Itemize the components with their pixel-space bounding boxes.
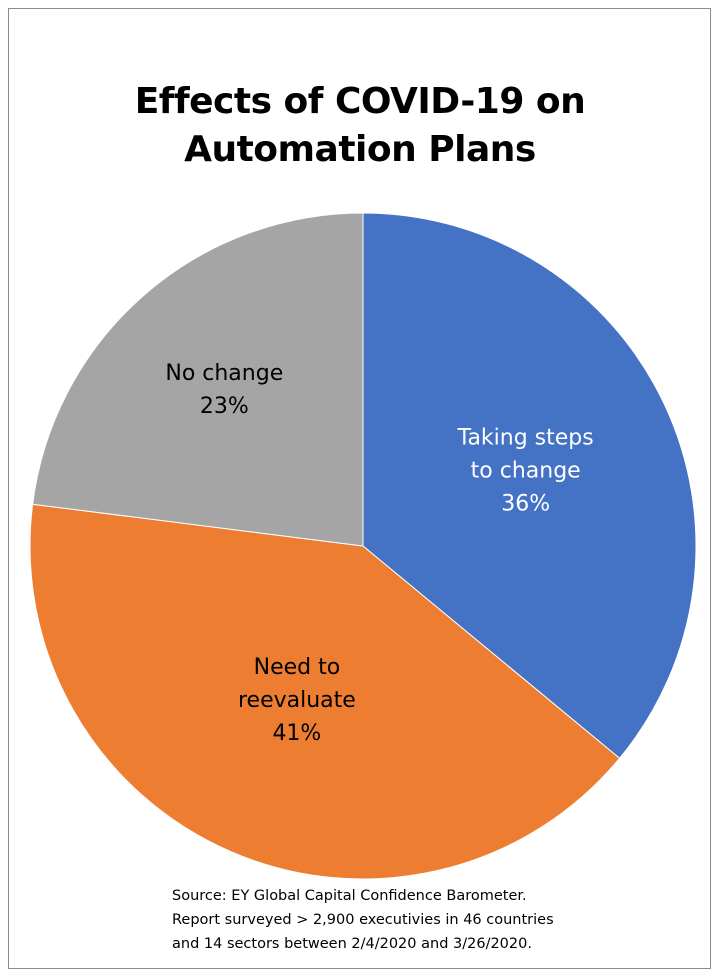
pie-slice-1 xyxy=(362,212,697,759)
chart-title-line-1: Effects of COVID-19 on xyxy=(134,81,586,122)
pie-slice-label-2: Need to reevaluate 41% xyxy=(238,655,356,746)
chart-title-line-2: Automation Plans xyxy=(184,129,536,170)
pie-slice-label-line: to change xyxy=(471,458,581,483)
pie-slice-label-line: 41% xyxy=(272,721,321,746)
pie-slice-label-3: No change 23% xyxy=(165,361,283,419)
pie-slice-label-1: Taking steps to change 36% xyxy=(457,425,594,516)
pie-slice-label-line: Need to xyxy=(254,655,341,680)
pie-slice-label-line: 23% xyxy=(200,394,249,419)
source-line-3: and 14 sectors between 2/4/2020 and 3/26… xyxy=(172,936,532,952)
source-line-2: Report surveyed > 2,900 executivies in 4… xyxy=(172,912,554,928)
pie-slice-label-line: reevaluate xyxy=(238,688,356,713)
chart-title: Effects of COVID-19 on Automation Plans xyxy=(0,78,720,174)
pie-slice-2 xyxy=(29,503,621,880)
pie-slice-3 xyxy=(32,212,364,547)
pie-slice-label-line: Taking steps xyxy=(457,425,594,450)
source-note: Source: EY Global Capital Confidence Bar… xyxy=(172,884,692,956)
source-line-1: Source: EY Global Capital Confidence Bar… xyxy=(172,888,527,904)
pie-slice-label-line: No change xyxy=(165,361,283,386)
pie-slice-label-line: 36% xyxy=(501,491,550,516)
